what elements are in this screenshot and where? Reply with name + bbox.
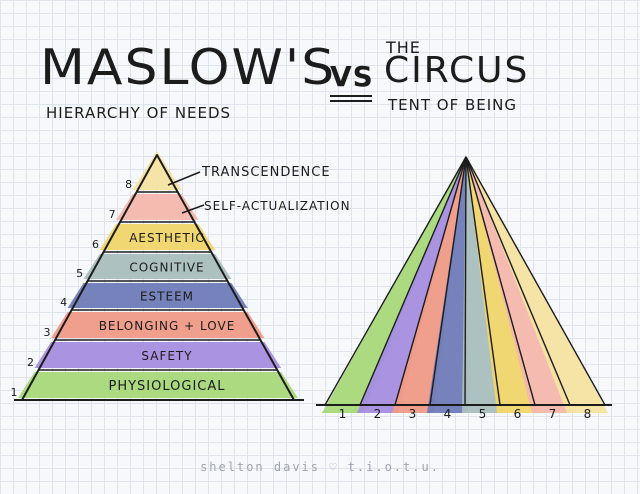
pyramid-level-number: 2 — [27, 356, 34, 369]
tent-stripe-number: 7 — [549, 407, 557, 421]
pyramid-level-2 — [34, 342, 282, 368]
pyramid-level-number: 4 — [60, 296, 67, 309]
title-circus: CIRCUS — [384, 50, 530, 91]
pyramid-level-5 — [83, 254, 232, 279]
pyramid-level-number: 8 — [125, 178, 132, 191]
pyramid-level-label: COGNITIVE — [129, 261, 204, 275]
pyramid-level-label: AESTHETIC — [129, 231, 205, 245]
pyramid-level-1 — [18, 372, 298, 398]
title-the: THE — [386, 38, 421, 57]
pyramid-callouts: TRANSCENDENCE SELF-ACTUALIZATION — [167, 165, 351, 214]
tent-stripe-line — [465, 156, 501, 406]
circus-tent: 1 2 3 4 5 6 7 8 — [316, 155, 612, 421]
subtitle-hierarchy-of-needs: HIERARCHY OF NEEDS — [46, 104, 232, 122]
pyramid-level-number: 7 — [109, 208, 116, 221]
maslow-pyramid: PHYSIOLOGICAL 1 SAFETY 2 BELONGING + LOVE 3 ES… — [11, 151, 304, 401]
pyramid-level-label: PHYSIOLOGICAL — [108, 379, 225, 394]
pyramid-level-8 — [132, 151, 182, 190]
tent-stripe-number: 2 — [374, 407, 382, 421]
tent-stripe-number: 3 — [409, 407, 417, 421]
pyramid-level-number: 5 — [76, 267, 83, 280]
pyramid-level-7 — [116, 194, 199, 220]
tent-stripe-number: 6 — [514, 407, 522, 421]
pyramid-level-label: BELONGING + LOVE — [99, 319, 236, 333]
callout-line-self-actualization — [181, 204, 205, 214]
callout-self-actualization: SELF-ACTUALIZATION — [204, 199, 351, 213]
tent-stripe-number: 1 — [339, 407, 347, 421]
title-maslows: MASLOW'S — [40, 39, 337, 97]
tent-stripe-number: 5 — [479, 407, 487, 421]
pyramid-level-6 — [99, 224, 216, 250]
tent-stripe-line — [465, 156, 606, 406]
pyramid-level-4 — [67, 283, 248, 308]
pyramid-level-number: 1 — [11, 386, 18, 399]
vs-label: VS — [330, 60, 374, 93]
tent-stripe-line — [465, 156, 536, 406]
pyramid-level-number: 3 — [44, 326, 51, 339]
tent-stripe-line — [324, 156, 467, 406]
pyramid-level-3 — [51, 312, 265, 338]
callout-transcendence: TRANSCENDENCE — [201, 165, 331, 180]
pyramid-level-label: SAFETY — [141, 349, 192, 363]
vs-underline — [330, 100, 372, 102]
tent-stripe-line — [394, 156, 467, 406]
callout-line-transcendence — [167, 171, 201, 186]
tent-stripe-line — [465, 156, 571, 406]
tent-stripe-line — [429, 156, 467, 406]
signature-footer: shelton davis ♡ t.i.o.t.u. — [200, 460, 440, 474]
subtitle-tent-of-being: TENT OF BEING — [388, 96, 518, 114]
tent-stripe-line — [359, 156, 467, 406]
tent-stripe-number: 8 — [584, 407, 592, 421]
vs-underline — [330, 95, 372, 97]
tent-stripe-number: 4 — [444, 407, 452, 421]
pyramid-level-label: ESTEEM — [140, 290, 194, 304]
pyramid-level-number: 6 — [92, 238, 99, 251]
tent-stripe-line — [464, 156, 467, 406]
